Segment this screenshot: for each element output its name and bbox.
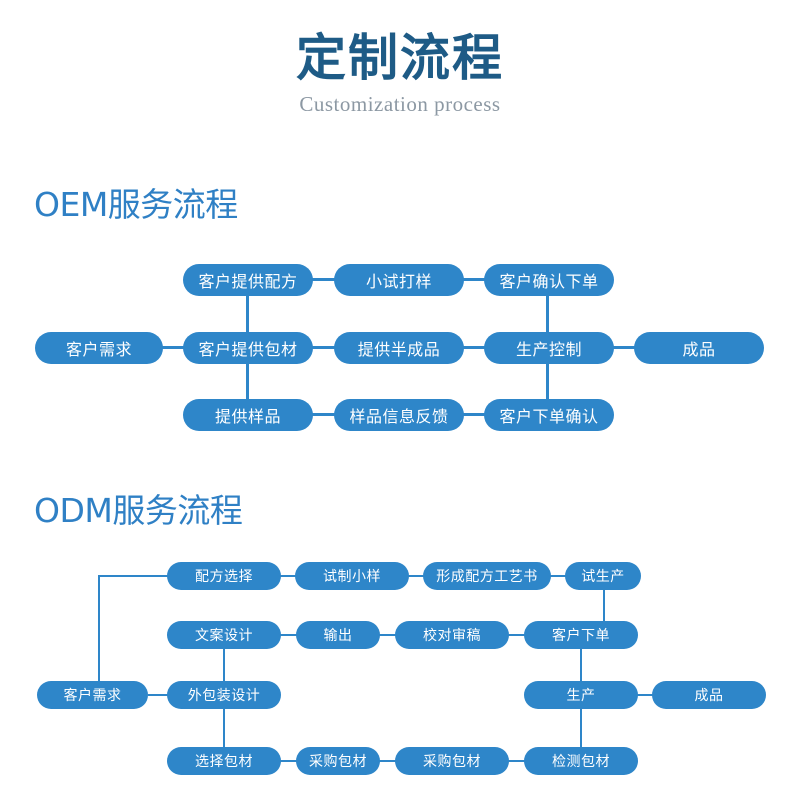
oem-node-production-control: 生产控制 [484, 332, 614, 364]
oem-node-provide-packaging: 客户提供包材 [183, 332, 313, 364]
odm-node-purchase-packaging-1: 采购包材 [296, 747, 380, 775]
odm-section-title: ODM服务流程 [34, 491, 243, 530]
odm-node-trial-production: 试生产 [565, 562, 641, 590]
odm-node-select-packaging: 选择包材 [167, 747, 281, 775]
odm-node-finished-product: 成品 [652, 681, 766, 709]
odm-connector [603, 586, 605, 634]
oem-node-provide-formula: 客户提供配方 [183, 264, 313, 296]
oem-node-finished-product: 成品 [634, 332, 764, 364]
odm-node-production: 生产 [524, 681, 638, 709]
oem-node-provide-semi: 提供半成品 [334, 332, 464, 364]
odm-node-proofread: 校对审稿 [395, 621, 509, 649]
oem-node-sample-feedback: 样品信息反馈 [334, 399, 464, 431]
oem-node-confirm-order: 客户确认下单 [484, 264, 614, 296]
page-subtitle: Customization process [299, 92, 501, 116]
oem-node-provide-sample: 提供样品 [183, 399, 313, 431]
odm-node-customer-demand: 客户需求 [37, 681, 148, 709]
odm-node-purchase-packaging-2: 采购包材 [395, 747, 509, 775]
odm-node-customer-order: 客户下单 [524, 621, 638, 649]
oem-section-title: OEM服务流程 [34, 185, 238, 224]
oem-node-customer-demand: 客户需求 [35, 332, 163, 364]
odm-node-formula-process: 形成配方工艺书 [423, 562, 551, 590]
oem-node-small-trial: 小试打样 [334, 264, 464, 296]
odm-connector [98, 575, 100, 695]
odm-node-inspect-packaging: 检测包材 [524, 747, 638, 775]
page-title: 定制流程 [296, 28, 504, 87]
odm-node-trial-sample: 试制小样 [295, 562, 409, 590]
odm-node-copy-design: 文案设计 [167, 621, 281, 649]
odm-node-formula-select: 配方选择 [167, 562, 281, 590]
odm-node-output: 输出 [296, 621, 380, 649]
oem-node-order-confirm: 客户下单确认 [484, 399, 614, 431]
odm-connector [580, 694, 710, 696]
odm-node-packaging-design: 外包装设计 [167, 681, 281, 709]
